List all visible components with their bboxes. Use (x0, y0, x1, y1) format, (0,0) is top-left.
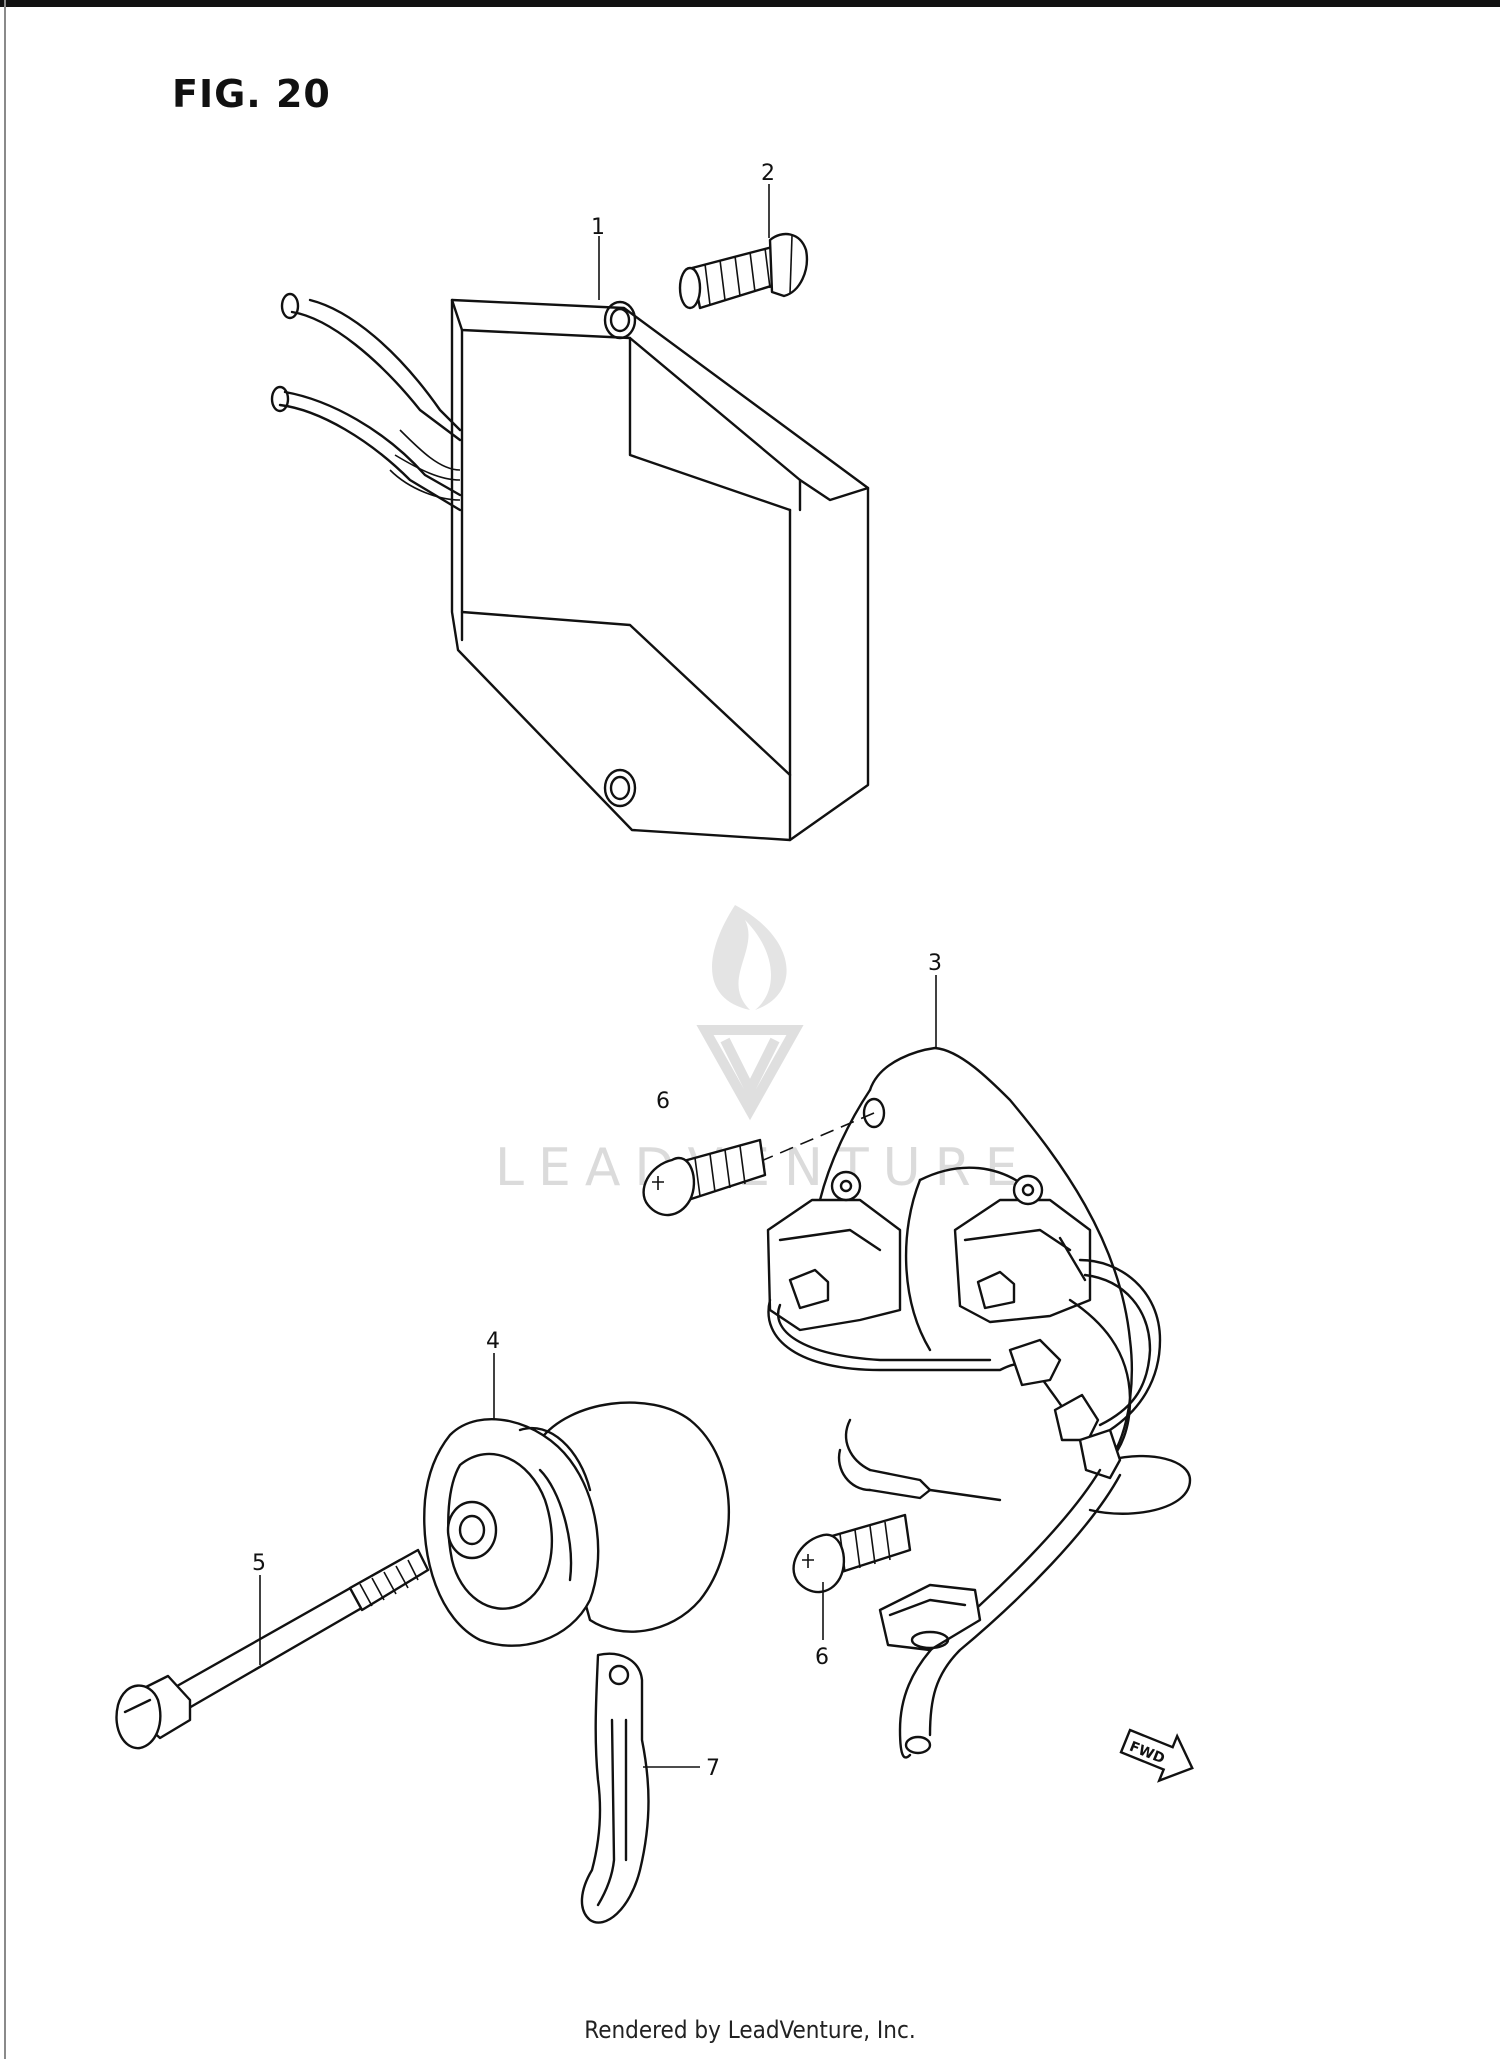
callout-3: 3 (928, 951, 942, 976)
part-6-screw-lower (792, 1513, 912, 1594)
part-7-strap (580, 1652, 650, 1924)
callout-4: 4 (486, 1329, 500, 1354)
callout-2: 2 (761, 161, 775, 186)
figure-title: FIG. 20 (172, 72, 331, 116)
part-6-screw-upper (642, 1138, 767, 1217)
footer-credit: Rendered by LeadVenture, Inc. (584, 2016, 916, 2044)
part-4-spool (423, 1401, 731, 1647)
leader-lines (259, 184, 937, 1768)
part-3-pulser-plate (739, 1046, 1192, 1759)
part-5-bolt (115, 1548, 430, 1750)
part-2-screw (678, 232, 809, 310)
top-border (0, 0, 1500, 7)
callout-6-lower: 6 (815, 1645, 829, 1670)
left-border (4, 0, 6, 2059)
callout-7: 7 (706, 1756, 720, 1781)
callout-labels: 1 2 3 4 5 6 6 7 (252, 161, 942, 1781)
part-1-module (270, 292, 870, 842)
callout-6-upper: 6 (656, 1089, 670, 1114)
callout-5: 5 (252, 1551, 266, 1576)
callout-1: 1 (591, 215, 605, 240)
forward-arrow: FWD (1119, 1728, 1194, 1783)
